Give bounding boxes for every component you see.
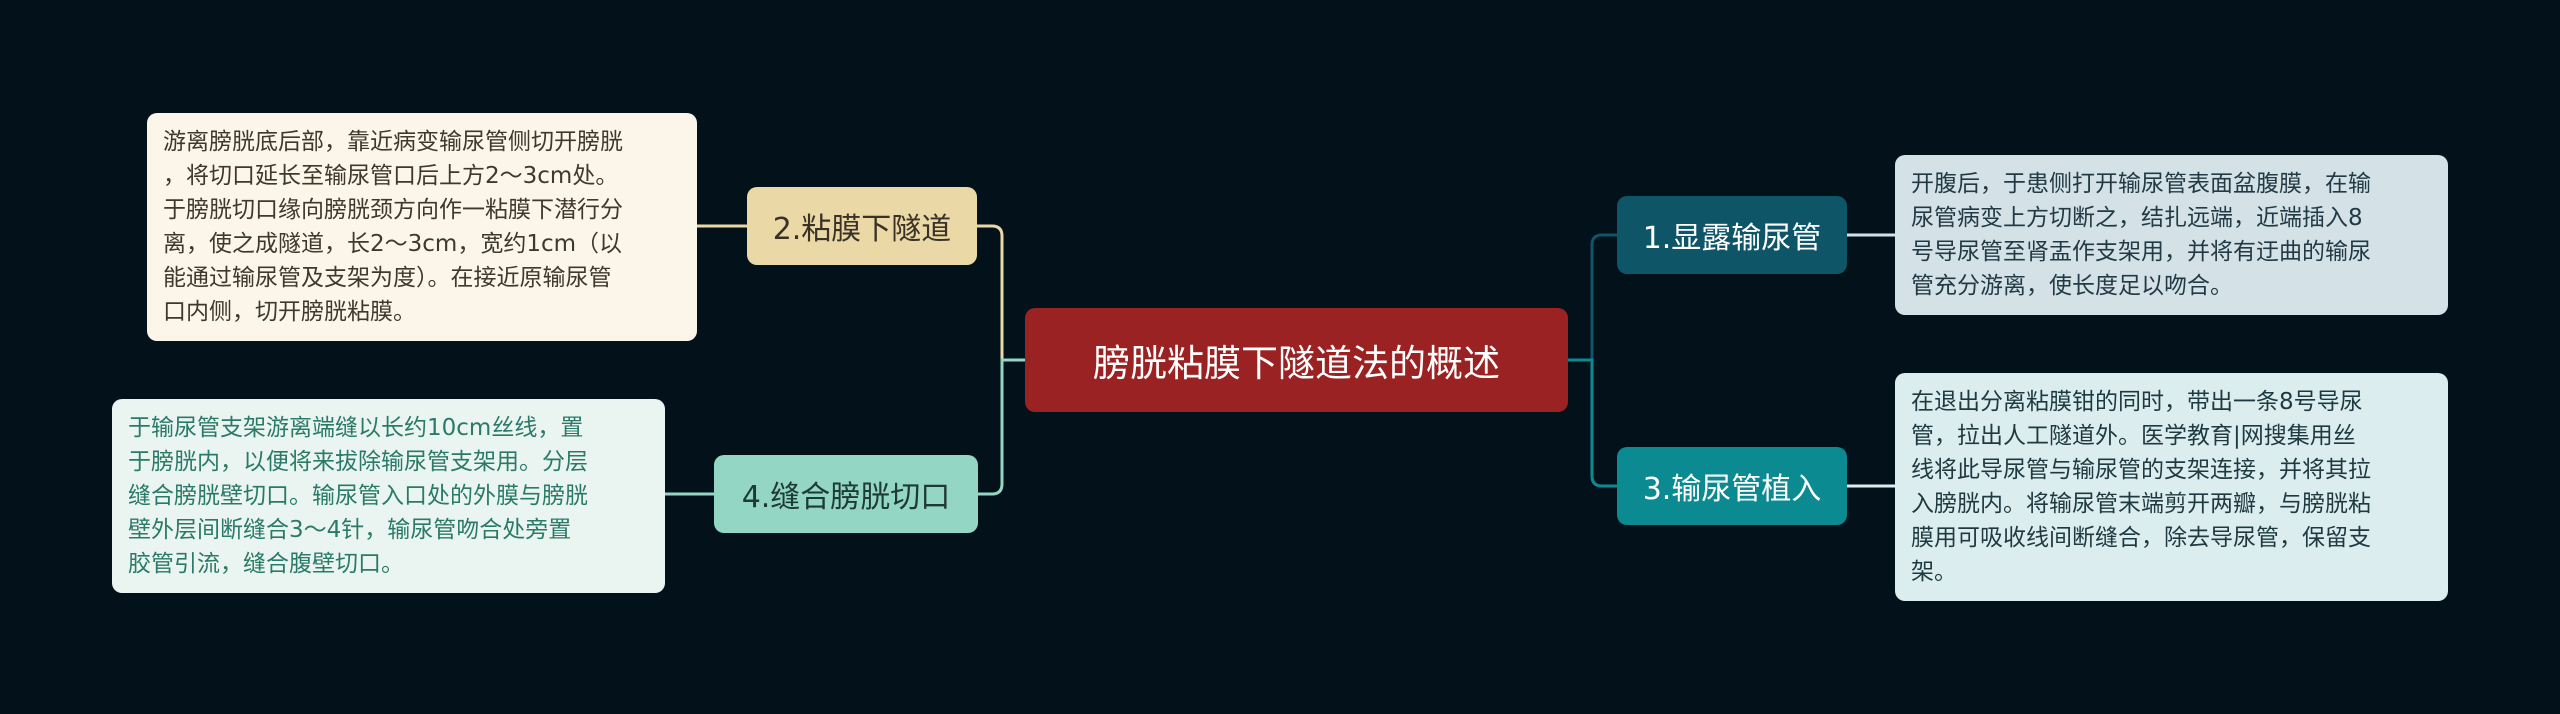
detail-line: 膜用可吸收线间断缝合，除去导尿管，保留支 [1911, 525, 2371, 551]
topic-label: 4.缝合膀胱切口 [741, 480, 951, 515]
detail-line: 线将此导尿管与输尿管的支架连接，并将其拉 [1911, 457, 2371, 483]
detail-line: 于输尿管支架游离端缝以长约10cm丝线，置 [128, 415, 584, 441]
topic-node-4[interactable]: 4.缝合膀胱切口 [714, 455, 978, 533]
detail-line: 于膀胱内，以便将来拔除输尿管支架用。分层 [128, 449, 588, 475]
detail-line: 口内侧，切开膀胱粘膜。 [163, 299, 416, 325]
topic-node-2[interactable]: 2.粘膜下隧道 [747, 187, 977, 265]
detail-node-2[interactable]: 游离膀胱底后部，靠近病变输尿管侧切开膀胱 ，将切口延长至输尿管口后上方2～3cm… [147, 113, 697, 341]
detail-line: 于膀胱切口缘向膀胱颈方向作一粘膜下潜行分 [163, 197, 623, 223]
connector-root-topic2 [977, 224, 1025, 362]
detail-line: 游离膀胱底后部，靠近病变输尿管侧切开膀胱 [163, 129, 623, 155]
root-label: 膀胱粘膜下隧道法的概述 [1093, 342, 1500, 385]
detail-line: 入膀胱内。将输尿管末端剪开两瓣，与膀胱粘 [1911, 491, 2371, 517]
detail-node-3[interactable]: 在退出分离粘膜钳的同时，带出一条8号导尿 管，拉出人工隧道外。医学教育|网搜集用… [1895, 373, 2448, 601]
topic-label: 3.输尿管植入 [1642, 472, 1822, 507]
connector-root-topic1 [1568, 233, 1617, 362]
topic-label: 2.粘膜下隧道 [772, 212, 952, 247]
connector-root-topic3 [1568, 358, 1617, 488]
detail-line: 在退出分离粘膜钳的同时，带出一条8号导尿 [1911, 389, 2363, 415]
detail-node-4[interactable]: 于输尿管支架游离端缝以长约10cm丝线，置 于膀胱内，以便将来拔除输尿管支架用。… [112, 399, 665, 593]
connector-root-topic4 [978, 358, 1025, 496]
topic-node-3[interactable]: 3.输尿管植入 [1617, 447, 1847, 525]
detail-node-1[interactable]: 开腹后，于患侧打开输尿管表面盆腹膜，在输 尿管病变上方切断之，结扎远端，近端插入… [1895, 155, 2448, 315]
detail-line: 架。 [1911, 559, 1957, 585]
detail-line: 缝合膀胱壁切口。输尿管入口处的外膜与膀胱 [128, 483, 588, 509]
topic-node-1[interactable]: 1.显露输尿管 [1617, 196, 1847, 274]
root-node[interactable]: 膀胱粘膜下隧道法的概述 [1025, 308, 1568, 412]
detail-line: 管，拉出人工隧道外。医学教育|网搜集用丝 [1911, 423, 2356, 449]
topic-label: 1.显露输尿管 [1642, 221, 1822, 256]
detail-line: 尿管病变上方切断之，结扎远端，近端插入8 [1911, 205, 2363, 231]
detail-line: 开腹后，于患侧打开输尿管表面盆腹膜，在输 [1911, 171, 2371, 197]
detail-line: 壁外层间断缝合3～4针，输尿管吻合处旁置 [128, 517, 572, 543]
detail-line: 离，使之成隧道，长2～3cm，宽约1cm（以 [163, 231, 623, 257]
detail-line: 号导尿管至肾盂作支架用，并将有迂曲的输尿 [1911, 239, 2371, 265]
detail-line: 能通过输尿管及支架为度）。在接近原输尿管 [163, 265, 612, 291]
detail-line: 管充分游离，使长度足以吻合。 [1911, 273, 2233, 299]
detail-line: 胶管引流，缝合腹壁切口。 [128, 551, 404, 577]
detail-line: ，将切口延长至输尿管口后上方2～3cm处。 [163, 163, 619, 189]
